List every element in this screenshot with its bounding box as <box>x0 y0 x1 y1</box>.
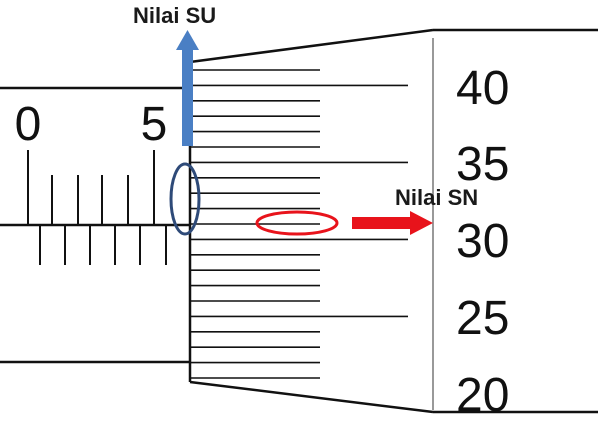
sleeve <box>0 86 190 364</box>
thimble-ticks <box>190 69 408 379</box>
sleeve-label-0: 0 <box>15 98 42 151</box>
thimble-label-20: 20 <box>456 369 509 422</box>
sn-highlight-ellipse <box>255 210 339 236</box>
su-arrow-head <box>176 30 199 50</box>
su-highlight-ellipse <box>169 162 201 236</box>
thimble-bottom-taper <box>189 380 434 414</box>
thimble-label-25: 25 <box>456 292 509 345</box>
thimble-top-taper <box>189 28 434 64</box>
sn-callout-label: Nilai SN <box>395 185 478 210</box>
sleeve-label-5: 5 <box>141 98 168 151</box>
thimble-labels: 40 35 30 25 20 <box>456 62 509 422</box>
sn-arrow-head <box>410 211 433 235</box>
thimble-label-30: 30 <box>456 215 509 268</box>
thimble-label-35: 35 <box>456 138 509 191</box>
thimble-label-40: 40 <box>456 62 509 115</box>
su-callout-label: Nilai SU <box>133 3 216 28</box>
su-arrow-shaft <box>182 50 193 146</box>
su-arrow <box>176 30 199 146</box>
sn-arrow-shaft <box>352 217 412 229</box>
sleeve-ticks <box>27 150 167 265</box>
sn-arrow <box>352 211 433 235</box>
